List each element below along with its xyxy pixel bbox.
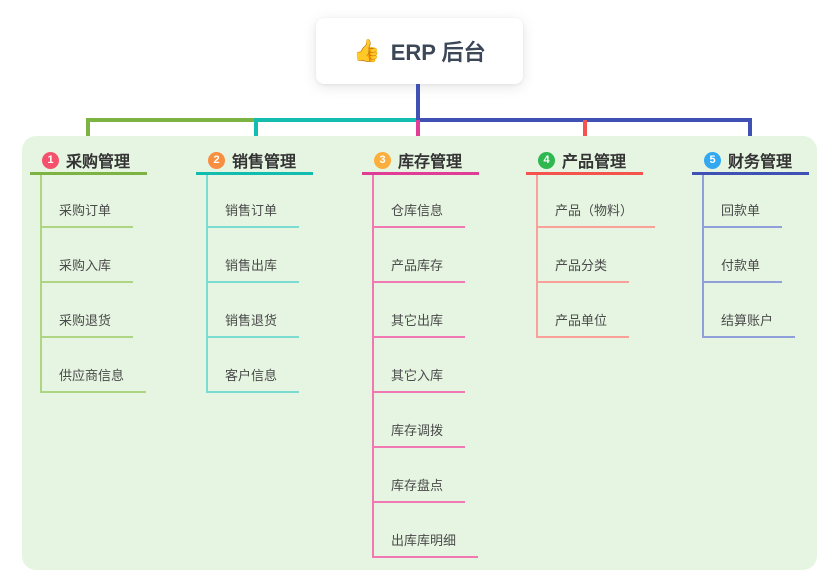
branch-sales-items: 销售订单 销售出库 销售退货 客户信息	[206, 175, 313, 393]
topic-sales-order[interactable]: 销售订单	[208, 175, 313, 228]
branch-sales: 2 销售管理 销售订单 销售出库 销售退货 客户信息	[196, 148, 313, 393]
badge-number-4: 4	[538, 151, 555, 169]
topic-label: 产品（物料）	[538, 200, 656, 228]
topic-label: 产品库存	[374, 255, 466, 283]
topic-label: 付款单	[704, 255, 783, 283]
connector-root-vertical	[416, 84, 420, 120]
topic-label: 库存盘点	[374, 475, 466, 503]
connector-drop-branch3	[416, 120, 420, 150]
topic-sales-return[interactable]: 销售退货	[208, 283, 313, 338]
branches-panel	[22, 136, 817, 570]
topic-purchase-inbound[interactable]: 采购入库	[42, 228, 147, 283]
branch-title-label: 财务管理	[728, 154, 793, 171]
topic-product-category[interactable]: 产品分类	[538, 228, 643, 283]
branch-purchase: 1 采购管理 采购订单 采购入库 采购退货 供应商信息	[30, 148, 147, 393]
topic-product-unit[interactable]: 产品单位	[538, 283, 643, 338]
topic-label: 采购订单	[42, 200, 134, 228]
badge-number-5: 5	[704, 151, 721, 169]
topic-other-outbound[interactable]: 其它出库	[374, 283, 479, 338]
topic-label: 结算账户	[704, 310, 796, 338]
topic-sales-outbound[interactable]: 销售出库	[208, 228, 313, 283]
topic-payment-bill[interactable]: 付款单	[704, 228, 809, 283]
topic-label: 客户信息	[208, 365, 300, 393]
branch-title-label: 库存管理	[398, 154, 463, 171]
connector-drop-branch5	[748, 120, 752, 150]
branch-sales-title[interactable]: 2 销售管理	[196, 148, 313, 175]
branch-product-title[interactable]: 4 产品管理	[526, 148, 643, 175]
topic-label: 销售出库	[208, 255, 300, 283]
connector-drop-branch1	[86, 120, 90, 150]
root-node-label: ERP 后台	[390, 40, 486, 65]
topic-label: 采购入库	[42, 255, 134, 283]
topic-label: 出库库明细	[374, 530, 479, 558]
topic-customer-info[interactable]: 客户信息	[208, 338, 313, 393]
topic-label: 其它入库	[374, 365, 466, 393]
branch-product: 4 产品管理 产品（物料） 产品分类 产品单位	[526, 148, 656, 338]
topic-label: 采购退货	[42, 310, 134, 338]
topic-warehouse-info[interactable]: 仓库信息	[374, 175, 479, 228]
branch-purchase-title[interactable]: 1 采购管理	[30, 148, 147, 175]
branch-inventory: 3 库存管理 仓库信息 产品库存 其它出库 其它入库 库存调拨 库存盘点 出库库…	[362, 148, 479, 558]
branch-title-label: 销售管理	[232, 154, 297, 171]
badge-number-3: 3	[374, 151, 391, 169]
topic-product-material[interactable]: 产品（物料）	[538, 175, 656, 228]
topic-label: 销售订单	[208, 200, 300, 228]
topic-purchase-order[interactable]: 采购订单	[42, 175, 147, 228]
badge-number-2: 2	[208, 151, 225, 169]
topic-settlement-account[interactable]: 结算账户	[704, 283, 809, 338]
topic-label: 仓库信息	[374, 200, 466, 228]
branch-finance-items: 回款单 付款单 结算账户	[702, 175, 809, 338]
branch-inventory-title[interactable]: 3 库存管理	[362, 148, 479, 175]
connector-horizontal-branch1	[86, 118, 258, 122]
topic-label: 供应商信息	[42, 365, 147, 393]
root-node-erp[interactable]: 👍 ERP 后台	[316, 18, 523, 84]
topic-receipt-bill[interactable]: 回款单	[704, 175, 809, 228]
topic-label: 库存调拨	[374, 420, 466, 448]
topic-label: 销售退货	[208, 310, 300, 338]
connector-drop-branch4	[583, 120, 587, 150]
topic-purchase-return[interactable]: 采购退货	[42, 283, 147, 338]
connector-drop-branch2	[254, 120, 258, 150]
topic-stock-taking[interactable]: 库存盘点	[374, 448, 479, 503]
badge-number-1: 1	[42, 151, 59, 169]
topic-other-inbound[interactable]: 其它入库	[374, 338, 479, 393]
topic-label: 产品单位	[538, 310, 630, 338]
branch-inventory-items: 仓库信息 产品库存 其它出库 其它入库 库存调拨 库存盘点 出库库明细	[372, 175, 479, 558]
branch-finance: 5 财务管理 回款单 付款单 结算账户	[692, 148, 809, 338]
topic-label: 回款单	[704, 200, 783, 228]
topic-stock-transfer[interactable]: 库存调拨	[374, 393, 479, 448]
branch-finance-title[interactable]: 5 财务管理	[692, 148, 809, 175]
topic-label: 其它出库	[374, 310, 466, 338]
topic-product-stock[interactable]: 产品库存	[374, 228, 479, 283]
branch-title-label: 采购管理	[66, 154, 131, 171]
connector-horizontal-branch2	[254, 118, 418, 122]
topic-label: 产品分类	[538, 255, 630, 283]
thumbs-up-icon: 👍	[353, 38, 381, 63]
topic-supplier-info[interactable]: 供应商信息	[42, 338, 147, 393]
branch-product-items: 产品（物料） 产品分类 产品单位	[536, 175, 656, 338]
branch-purchase-items: 采购订单 采购入库 采购退货 供应商信息	[40, 175, 147, 393]
topic-outbound-detail[interactable]: 出库库明细	[374, 503, 479, 558]
branch-title-label: 产品管理	[562, 154, 627, 171]
